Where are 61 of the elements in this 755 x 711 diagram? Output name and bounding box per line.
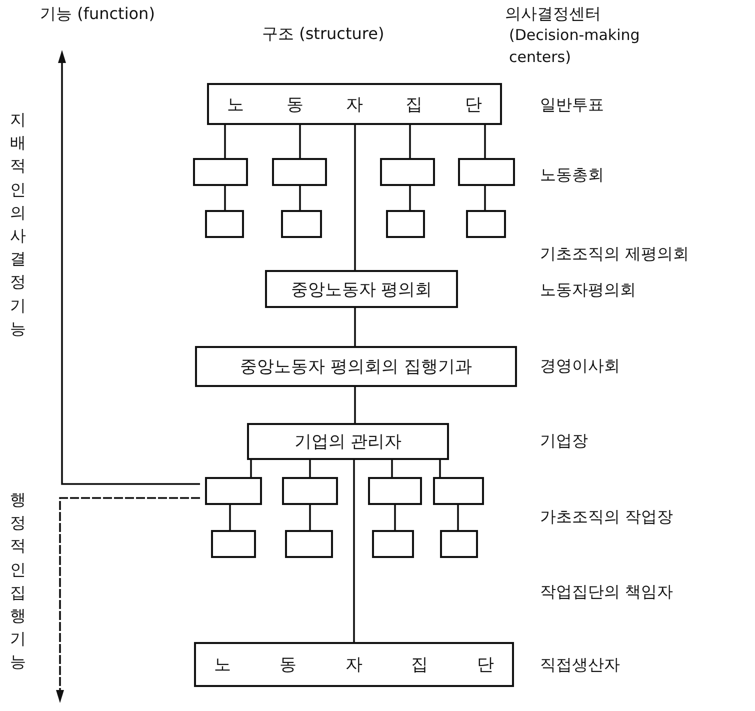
box-label: 기업의 관리자	[294, 431, 402, 453]
box-label: 노 동 자 집 단	[226, 94, 483, 116]
connector-line	[224, 125, 226, 158]
level-label: 노동자평의회	[540, 280, 636, 301]
connector-line	[391, 460, 393, 477]
empty-box	[458, 158, 515, 186]
connector-line	[484, 125, 486, 158]
column-heading: 의사결정센터	[505, 4, 601, 25]
connector-line	[354, 387, 356, 423]
empty-box	[466, 210, 506, 238]
empty-box	[281, 210, 322, 238]
org-box	[247, 423, 449, 460]
column-heading: 구조 (structure)	[262, 24, 384, 45]
level-label: 기초조직의 제평의회	[540, 244, 690, 265]
level-label: 노동총회	[540, 165, 604, 186]
empty-box	[285, 530, 333, 558]
empty-box	[272, 158, 327, 186]
connector-line	[224, 186, 226, 210]
connector-line	[354, 125, 356, 270]
connector-line	[299, 186, 301, 210]
connector-line	[250, 460, 252, 477]
empty-box	[368, 477, 422, 505]
connector-line	[309, 460, 311, 477]
box-label: 노 동 자 집 단	[213, 654, 495, 676]
column-heading: (Decision-making centers)	[509, 25, 641, 68]
connector-line	[229, 505, 231, 530]
org-box	[195, 346, 517, 387]
connector-line	[409, 125, 411, 158]
connector-line	[394, 505, 396, 530]
level-label: 경영이사회	[540, 356, 620, 377]
axis-label: 지배적인 의사결정기능	[10, 109, 26, 340]
empty-box	[380, 158, 435, 186]
connector-line	[309, 505, 311, 530]
connector-line	[299, 125, 301, 158]
box-label: 중앙노동자 평의회	[290, 278, 432, 300]
empty-box	[372, 530, 414, 558]
org-box	[207, 83, 502, 125]
empty-box	[282, 477, 338, 505]
connector-line	[409, 186, 411, 210]
empty-box	[205, 477, 262, 505]
empty-box	[211, 530, 256, 558]
org-box	[194, 642, 514, 687]
org-box	[265, 270, 458, 308]
axis-title: 기능 (function)	[40, 4, 155, 25]
empty-box	[205, 210, 244, 238]
level-label: 가초조직의 작업장	[540, 507, 674, 528]
level-label: 기업장	[540, 431, 588, 452]
empty-box	[193, 158, 248, 186]
connector-line	[353, 460, 355, 642]
connector-line	[354, 308, 356, 346]
level-label: 직접생산자	[540, 655, 620, 676]
level-label: 일반투표	[540, 95, 604, 116]
connector-line	[484, 186, 486, 210]
empty-box	[440, 530, 478, 558]
connector-line	[457, 505, 459, 530]
level-label: 작업집단의 책임자	[540, 582, 674, 603]
axis-label: 행정적인 집행기능	[10, 489, 26, 674]
box-label: 중앙노동자 평의회의 집행기과	[240, 356, 472, 378]
empty-box	[433, 477, 484, 505]
empty-box	[386, 210, 425, 238]
connector-line	[439, 460, 441, 477]
